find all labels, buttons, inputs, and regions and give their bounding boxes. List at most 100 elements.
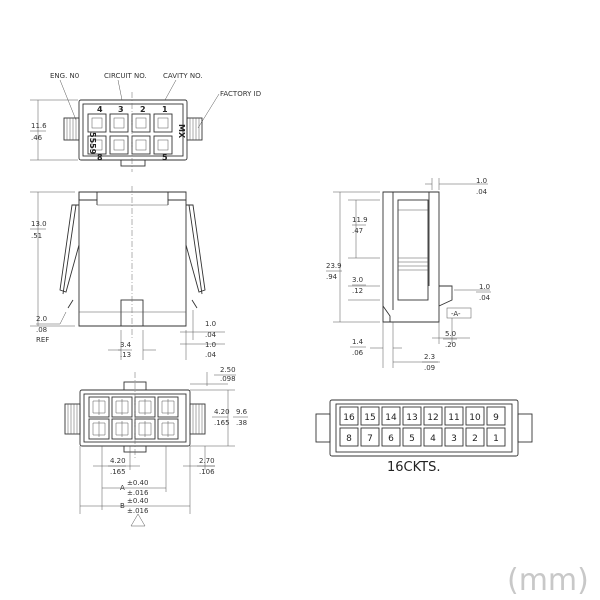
bottom-row-mm: 4.20 [214, 408, 230, 416]
circuit-number-1: 1 [162, 105, 168, 114]
bottom-cavity-detail [138, 399, 152, 415]
face-cavity-number: 1 [493, 434, 499, 444]
top-cavity-inner [135, 117, 147, 129]
face-cavity-number: 14 [385, 413, 397, 423]
face-cavity-number: 8 [346, 434, 352, 444]
front-offset-in: .08 [36, 326, 47, 334]
unit-label: (mm) [507, 563, 589, 598]
circuit-number-8: 8 [97, 153, 103, 162]
side-bottom-b-mm: 1.4 [352, 338, 364, 346]
face-cavity-number: 5 [409, 434, 415, 444]
face-cavity-number: 2 [472, 434, 478, 444]
cavity-no-label: CAVITY NO. [163, 72, 203, 80]
bottom-edge-in: .106 [199, 468, 215, 476]
factory-id-label: FACTORY ID [220, 90, 261, 98]
top-view: ENG. N0 CIRCUIT NO. CAVITY NO. FACTORY I… [30, 72, 261, 172]
bottom-edge-mm: 2.70 [199, 457, 215, 465]
circuit-number-3: 3 [118, 105, 124, 114]
bottom-cavity-detail [115, 421, 129, 437]
top-cavity-inner [91, 139, 103, 151]
face-cavity [360, 406, 380, 426]
top-cavity-inner [157, 139, 169, 151]
front-right-a-mm: 1.0 [205, 320, 216, 328]
face-cavity [402, 427, 422, 447]
side-total-mm: 23.9 [326, 262, 342, 270]
bottom-cavity-detail [92, 399, 106, 415]
face-cavity [486, 406, 506, 426]
bottom-cavity [157, 396, 179, 418]
tol-b-mm: ±0.40 [127, 497, 148, 505]
face-cavity-number: 15 [364, 413, 375, 423]
datum-a: -A- [451, 310, 461, 318]
face-cavity [423, 427, 443, 447]
bottom-height-mm: 9.6 [236, 408, 248, 416]
face-cavity-number: 6 [388, 434, 394, 444]
bottom-pitch-h-mm: 4.20 [110, 457, 126, 465]
bottom-cavity [88, 418, 110, 440]
side-upper-in: .47 [352, 227, 363, 235]
side-right-in: .04 [479, 294, 491, 302]
bottom-pitch-v-mm: 2.50 [220, 366, 236, 374]
face-cavity [465, 406, 485, 426]
side-total-in: .94 [326, 273, 338, 281]
top-cavity [153, 135, 173, 155]
bottom-cavity-detail [138, 421, 152, 437]
top-cavity-inner [113, 117, 125, 129]
side-bottom-b-in: .06 [352, 349, 364, 357]
face-cavity [360, 427, 380, 447]
top-view-cavities [87, 113, 173, 155]
tol-a-in: ±.016 [127, 489, 149, 497]
top-cavity [109, 135, 129, 155]
bottom-height-in: .38 [236, 419, 247, 427]
face-cavity [423, 406, 443, 426]
bottom-pitch-h-in: .165 [110, 468, 126, 476]
bottom-cavity [111, 418, 133, 440]
top-cavity [87, 135, 107, 155]
top-cavity-inner [135, 139, 147, 151]
face-cavity-number: 11 [448, 413, 459, 423]
face-cavity-number: 3 [451, 434, 457, 444]
face-cavity [465, 427, 485, 447]
top-cavity [153, 113, 173, 133]
side-mid-mm: 3.0 [352, 276, 363, 284]
bottom-cavity-detail [92, 421, 106, 437]
top-cavity [131, 135, 151, 155]
circuit-number-2: 2 [140, 105, 146, 114]
bottom-view: 2.50 .098 4.20 .165 9.6 .38 4.20 .165 2.… [64, 366, 248, 527]
side-view: 1.0 .04 23.9 .94 11.9 .47 3.0 .12 1.0 .0… [326, 177, 491, 372]
bottom-row-in: .165 [214, 419, 230, 427]
dim-a-label: A [120, 484, 125, 492]
top-height-in: .46 [31, 134, 43, 142]
bottom-cavity [111, 396, 133, 418]
face-cavity [444, 406, 464, 426]
face-cavity-number: 16 [343, 413, 355, 423]
face-cavity [486, 427, 506, 447]
face-cavity [402, 406, 422, 426]
face-cavity-number: 10 [469, 413, 481, 423]
face-cavity-number: 13 [406, 413, 417, 423]
side-bottom-a-mm: 5.0 [445, 330, 456, 338]
bottom-cavity-detail [161, 399, 175, 415]
side-upper-mm: 11.9 [352, 216, 368, 224]
face-cavity [381, 406, 401, 426]
part-mark: 5559 [88, 132, 97, 155]
face-cavity-number: 4 [430, 434, 436, 444]
bottom-cavity-detail [115, 399, 129, 415]
bottom-cavity [157, 418, 179, 440]
front-right-b-in: .04 [205, 351, 217, 359]
top-cavity [109, 113, 129, 133]
eng-no-label: ENG. N0 [50, 72, 79, 80]
side-bottom-a-in: .20 [445, 341, 456, 349]
side-right-mm: 1.0 [479, 283, 490, 291]
front-height-in: .51 [31, 232, 42, 240]
top-cavity [87, 113, 107, 133]
top-cavity [131, 113, 151, 133]
face-cavity [381, 427, 401, 447]
face-cavity [339, 427, 359, 447]
side-bottom-c-in: .09 [424, 364, 435, 372]
face-cavity-number: 9 [493, 413, 499, 423]
circuit-count: 16CKTS. [387, 460, 440, 475]
front-offset-ref: REF [36, 336, 49, 344]
front-view: 13.0 .51 2.0 .08 REF 3.4 .13 1.0 .04 1.0… [30, 186, 225, 360]
